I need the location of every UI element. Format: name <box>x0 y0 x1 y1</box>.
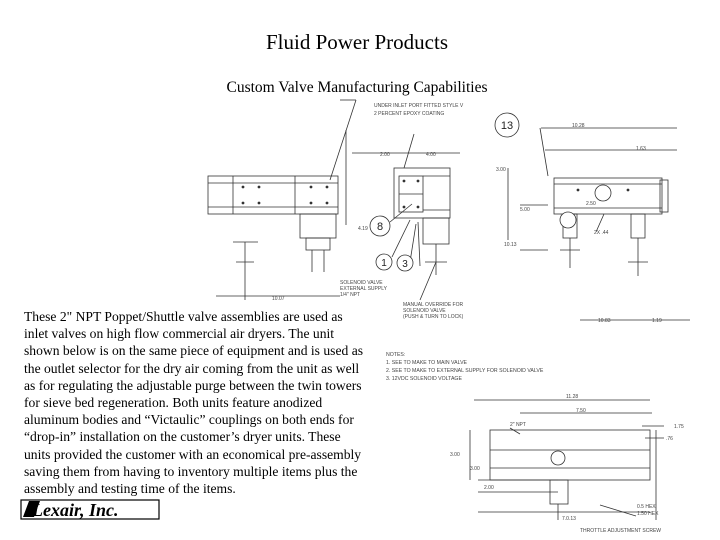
dimension-label: 2.00 <box>380 152 390 158</box>
dimension-label: 10.83 <box>598 318 611 324</box>
body-paragraph: These 2" NPT Poppet/Shuttle valve assemb… <box>24 309 364 497</box>
dimension-label: 3.00 <box>496 167 506 173</box>
balloon-label: 3 <box>402 259 408 270</box>
page-subtitle: Custom Valve Manufacturing Capabilities <box>226 79 488 96</box>
dimension-label: 1.50 HEX <box>637 511 659 517</box>
page-title: Fluid Power Products <box>265 30 448 54</box>
dimension-label: 1.63 <box>636 146 646 152</box>
logo-text: Lexair, Inc. <box>31 500 119 520</box>
drawing-note: 2 PERCENT EPOXY COATING <box>374 111 444 117</box>
dimension-label: 2" NPT <box>510 422 526 428</box>
dimension-label: 11.28 <box>566 394 578 400</box>
dimension-label: 3.00 <box>450 452 460 458</box>
dimension-label: 1.75 <box>674 424 684 430</box>
dimension-label: 4.19 <box>358 226 368 232</box>
dimension-label: 2.50 <box>586 201 596 207</box>
dimension-label: 4.00 <box>426 152 436 158</box>
drawing-note: 1/4" NPT <box>340 292 360 298</box>
dimension-label: .76 <box>666 436 673 442</box>
dimension-label: 2X .44 <box>594 230 609 236</box>
balloon-label: 8 <box>377 221 383 233</box>
dimension-label: 5.00 <box>520 207 530 213</box>
dimension-label: 7.0.13 <box>562 516 576 522</box>
dimension-label: 1.19 <box>652 318 662 324</box>
drawing-caption: THROTTLE ADJUSTMENT SCREW <box>580 528 661 534</box>
drawing-note: MANUAL OVERRIDE FOR <box>403 302 463 308</box>
drawing-note: (PUSH & TURN TO LOCK) <box>403 314 464 320</box>
notes-line: 2. SEE TO MAKE TO EXTERNAL SUPPLY FOR SO… <box>386 368 544 374</box>
balloon-label: 13 <box>501 120 513 132</box>
balloon-label: 1 <box>381 258 387 269</box>
dimension-label: 10.07 <box>272 296 285 302</box>
notes-line: 1. SEE TO MAKE TO MAIN VALVE <box>386 360 468 366</box>
drawing-note: UNDER INLET PORT FITTED STYLE V <box>374 103 464 109</box>
dimension-label: 3.00 <box>470 466 480 472</box>
drawing-note: SOLENOID VALVE <box>403 308 446 314</box>
dimension-label: 10.28 <box>572 123 585 129</box>
notes-line: 3. 12VDC SOLENOID VOLTAGE <box>386 376 462 382</box>
lexair-logo: Lexair, Inc. <box>20 497 160 521</box>
dimension-label: 0.5 HEX <box>637 504 656 510</box>
logo-graphic: Lexair, Inc. <box>20 499 160 520</box>
notes-heading: NOTES: <box>386 352 405 358</box>
dimension-label: 7.50 <box>576 408 586 414</box>
drawing-note: SOLENOID VALVE <box>340 280 383 286</box>
dimension-label: 2.00 <box>484 485 494 491</box>
dimension-label: 10.13 <box>504 242 517 248</box>
drawing-note: EXTERNAL SUPPLY <box>340 286 388 292</box>
